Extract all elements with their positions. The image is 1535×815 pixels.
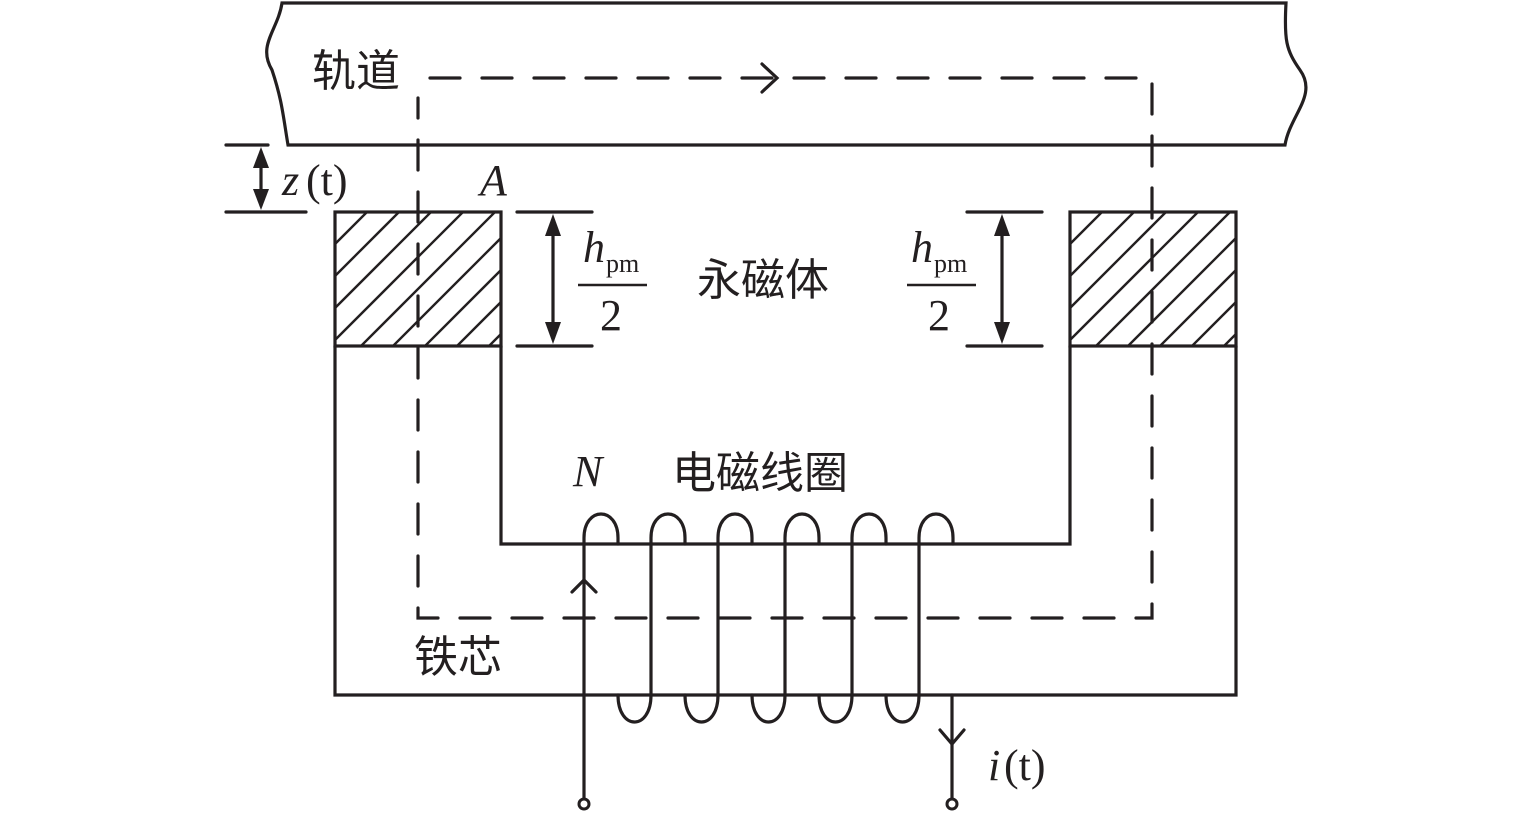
permanent-magnet-left (333, 210, 503, 348)
hatch-line (1191, 300, 1236, 346)
coil-bottom-arc (817, 693, 854, 724)
coil-top-arc (649, 512, 687, 546)
coil-top-arc (783, 512, 821, 546)
coil-top-arc (917, 512, 955, 546)
hatch-line (335, 212, 464, 342)
hatch-line (335, 212, 336, 214)
core-label: 铁芯 (414, 632, 502, 683)
hatch-line (456, 300, 501, 346)
pm-label: 永磁体 (697, 255, 829, 306)
gap-symbol: z (281, 156, 299, 205)
hatch-line (1127, 236, 1236, 346)
gap-arrow-up-icon (253, 147, 269, 168)
hatch-line (1223, 332, 1236, 346)
pm-height-left-sub: pm (606, 249, 639, 278)
hatch-line (1256, 212, 1390, 346)
coil-bottom-arc (683, 693, 720, 724)
gap-arrow-down-icon (253, 189, 269, 210)
coil-top-arc (582, 512, 620, 546)
current-arg: (t) (1004, 741, 1046, 790)
pm-dim-left-arrow-down-icon (545, 322, 561, 344)
coil-bottom-arc (750, 693, 787, 724)
flux-direction-arrow-icon (760, 62, 780, 94)
hatch-line (1095, 212, 1231, 346)
hatch-line (424, 268, 501, 346)
coil-top-arc (716, 512, 754, 546)
coil-label: 电磁线圈 (672, 448, 848, 499)
hatch-line (1320, 212, 1454, 346)
flux-path (416, 76, 1154, 620)
permanent-magnet-right (1068, 210, 1486, 348)
coil-winding (582, 512, 955, 724)
coil-bottom-arc (616, 693, 653, 724)
hatch-line (335, 212, 432, 310)
hatch-line (1070, 212, 1167, 310)
pm-dim-right-arrow-down-icon (994, 322, 1010, 344)
pm-height-right-den: 2 (928, 291, 950, 340)
rail-outline (265, 1, 1308, 147)
rail-label: 轨道 (312, 46, 400, 97)
pm-height-left-den: 2 (600, 291, 622, 340)
coil-bottom-arc (884, 693, 921, 724)
hatch-line (335, 212, 368, 246)
hatch-line (1288, 212, 1422, 346)
hatch-line (1159, 268, 1236, 346)
hatch-line (1070, 212, 1135, 278)
hatch-line (392, 236, 501, 346)
current-out-arrow-icon (938, 728, 966, 747)
pm-dim-right-arrow-up-icon (994, 214, 1010, 236)
pm-dim-left-arrow-up-icon (545, 214, 561, 236)
hatch-line (360, 212, 496, 346)
pm-height-right-sub: pm (934, 249, 967, 278)
hatch-line (335, 212, 400, 278)
current-symbol: i (988, 741, 1000, 790)
terminal-right (945, 797, 959, 811)
pm-height-right-h: h (911, 223, 933, 272)
turns-label: N (572, 447, 605, 496)
coil-top-arc (850, 512, 888, 546)
current-in-arrow-icon (570, 577, 598, 594)
point-a-label: A (477, 156, 508, 205)
gap-arg: (t) (306, 156, 348, 205)
hatch-line (1070, 212, 1199, 342)
hatch-line (1352, 212, 1486, 346)
pm-height-left-h: h (583, 223, 605, 272)
terminal-left (577, 797, 591, 811)
hatch-line (1070, 212, 1103, 246)
